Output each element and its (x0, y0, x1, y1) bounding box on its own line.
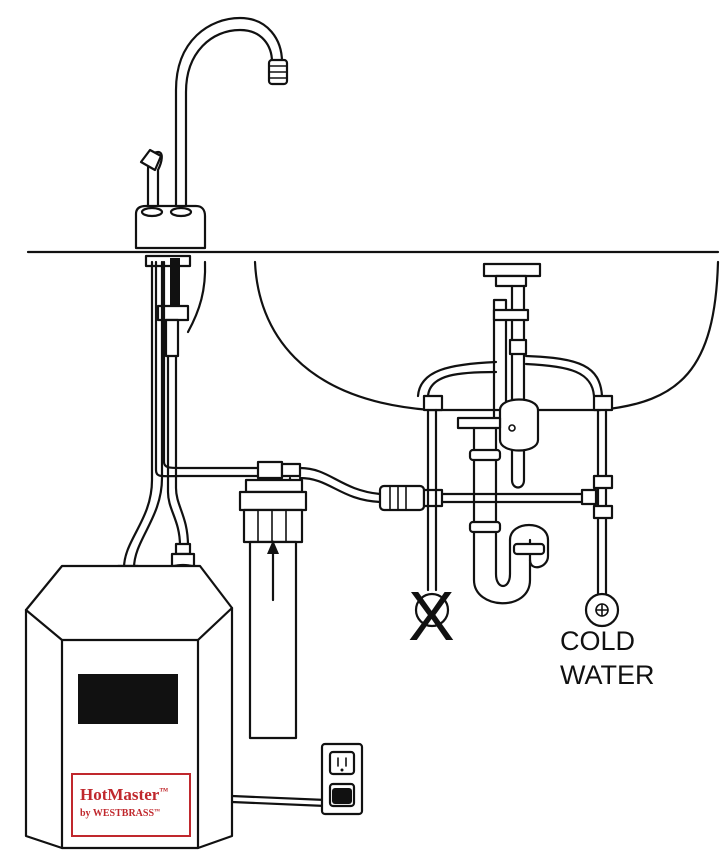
sink-basin (253, 260, 720, 412)
hot-supply-line (416, 360, 498, 592)
faucet (134, 16, 289, 250)
hot-wall-valve (414, 592, 450, 628)
wall-outlet (320, 742, 364, 816)
cold-water-label-line2: WATER (560, 660, 655, 690)
brand-by-line: by WESTBRASS™ (80, 808, 160, 819)
drain-trap (456, 262, 550, 605)
sink-left-bowl-edge (186, 260, 207, 334)
supply-tubes (122, 260, 264, 570)
water-filter (238, 478, 308, 740)
filter-feed-line (256, 460, 388, 504)
shutoff-valve (378, 484, 596, 512)
brand-badge (71, 773, 191, 837)
cold-water-label-line1: COLD (560, 626, 635, 656)
mounting-shank (144, 254, 192, 358)
disconnect-mark: X (408, 577, 455, 655)
tank-display (78, 674, 178, 724)
hot-water-tank: HotMaster™ by WESTBRASS™ (24, 564, 234, 850)
brand-name: HotMaster™ (80, 785, 168, 804)
cold-supply-line (524, 354, 614, 598)
